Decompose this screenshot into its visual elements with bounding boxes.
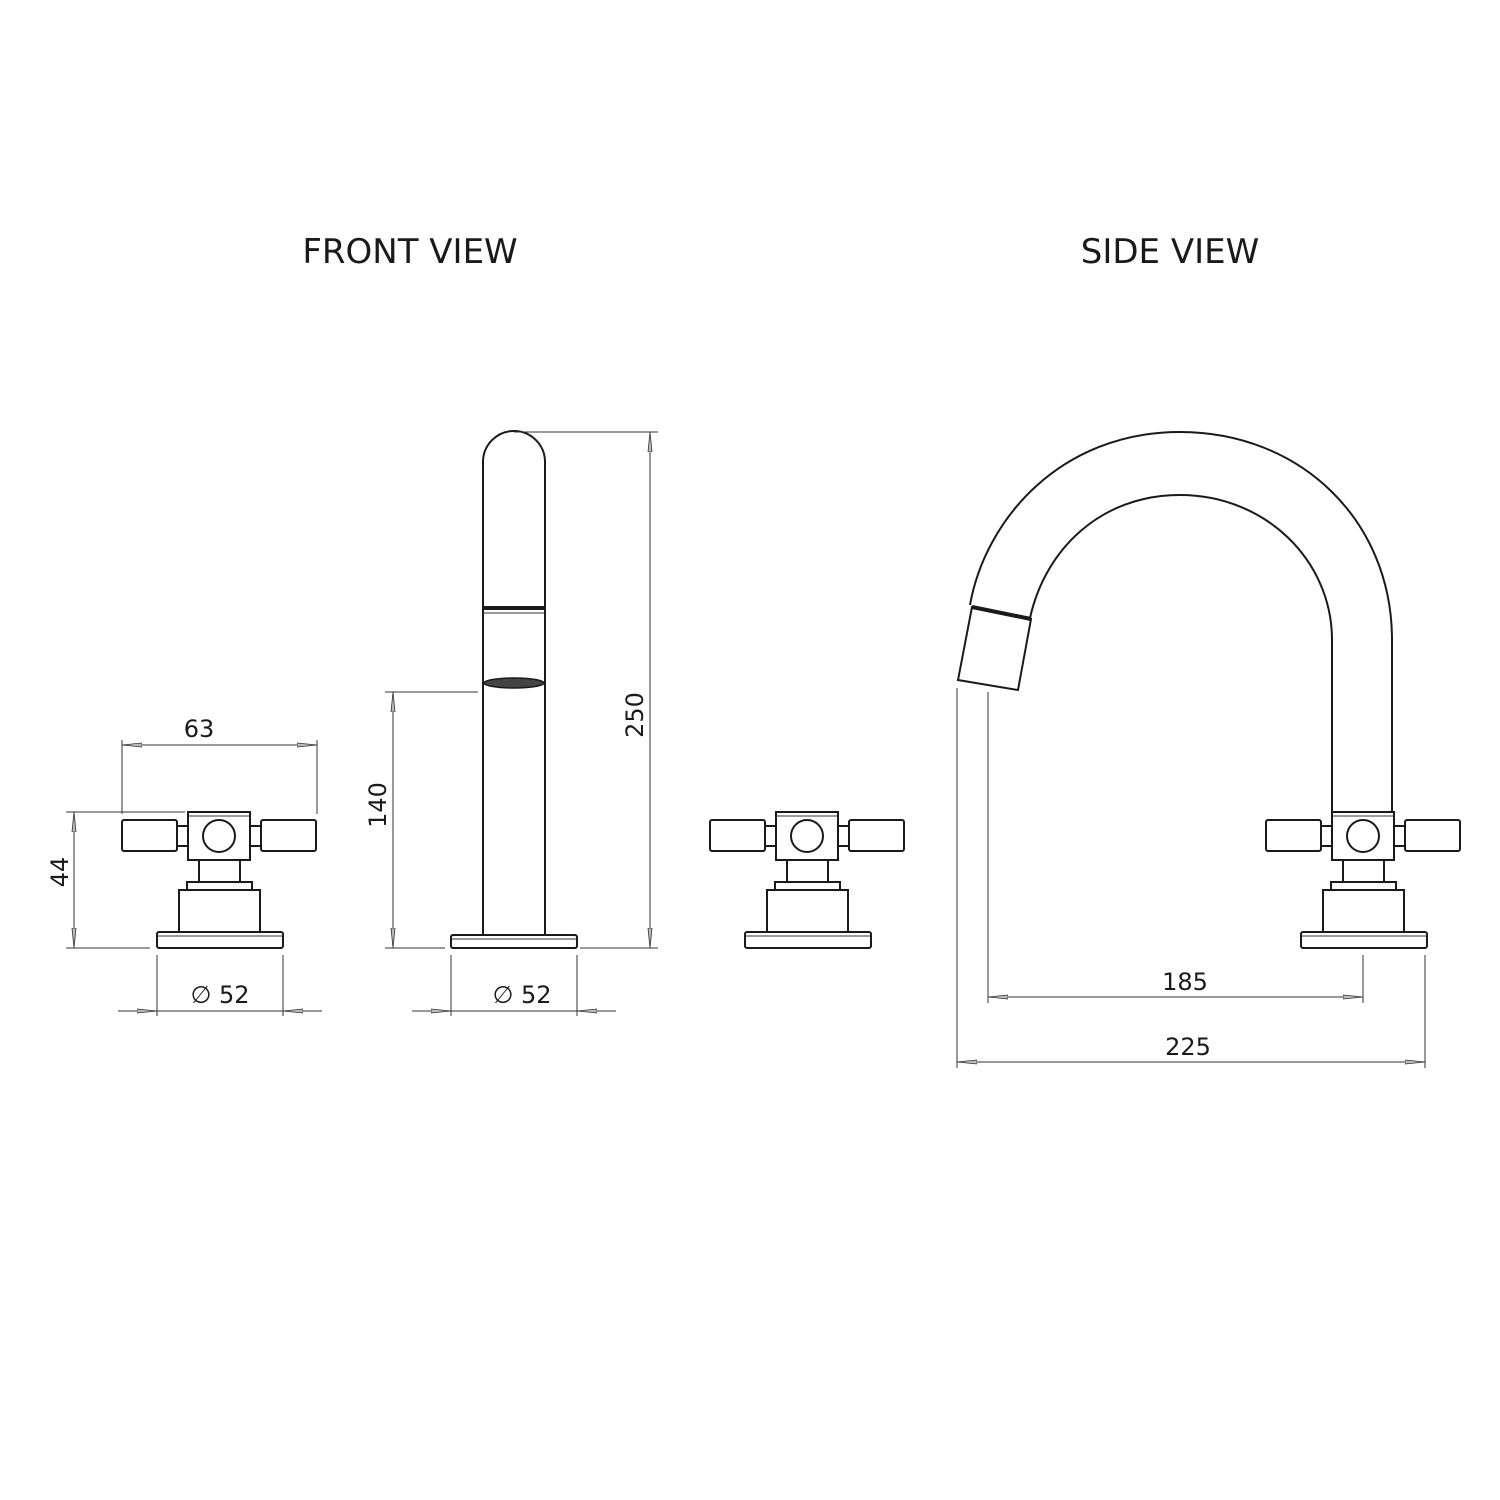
dimension-overall-depth: 225 bbox=[956, 688, 1426, 1068]
dimension-spout-total-height: 250 bbox=[514, 431, 658, 949]
front-left-handle bbox=[121, 811, 317, 949]
dimension-spout-outlet-height: 140 bbox=[364, 691, 478, 949]
dimension-spout-base-diameter: ∅ 52 bbox=[412, 955, 616, 1016]
dim-label-44: 44 bbox=[46, 857, 74, 888]
dim-label-225: 225 bbox=[1165, 1033, 1211, 1061]
dim-label-140: 140 bbox=[364, 782, 392, 828]
side-view-title: SIDE VIEW bbox=[1081, 232, 1259, 272]
side-spout bbox=[956, 430, 1393, 812]
side-handle bbox=[1265, 811, 1461, 949]
dimension-handle-base-diameter: ∅ 52 bbox=[118, 955, 322, 1016]
dim-label-185: 185 bbox=[1162, 968, 1208, 996]
front-view-title: FRONT VIEW bbox=[302, 232, 517, 272]
dim-label-250: 250 bbox=[621, 692, 649, 738]
dimension-handle-height: 44 bbox=[46, 811, 185, 949]
dim-label-52-spout: ∅ 52 bbox=[492, 981, 551, 1009]
front-right-handle bbox=[709, 811, 905, 949]
front-spout bbox=[450, 430, 578, 949]
dim-label-52: ∅ 52 bbox=[190, 981, 249, 1009]
dimension-handle-width: 63 bbox=[121, 715, 318, 814]
dim-label-63: 63 bbox=[184, 715, 215, 743]
dimension-spout-reach: 185 bbox=[987, 692, 1364, 1003]
